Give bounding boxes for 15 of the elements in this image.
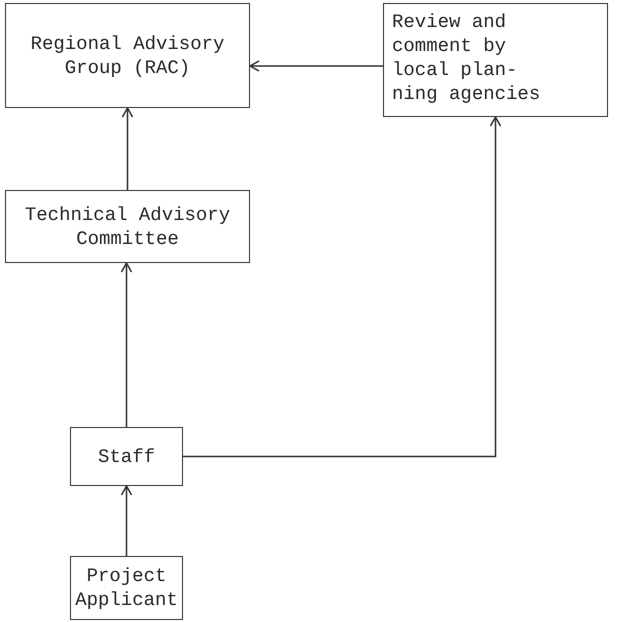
process-box xyxy=(383,3,608,117)
node-text: Technical Advisory Committee xyxy=(24,202,232,250)
process-box xyxy=(5,3,250,108)
node-text: Review and comment by local plan- ning agencies xyxy=(392,10,542,106)
arrow xyxy=(122,107,134,190)
node-text: Regional Advisory Group (RAC) xyxy=(30,32,226,80)
process-box xyxy=(70,556,183,620)
arrow xyxy=(249,60,383,72)
arrow xyxy=(120,262,132,427)
arrow xyxy=(120,485,132,556)
arrow xyxy=(183,116,502,458)
node-text: Staff xyxy=(98,444,155,468)
process-box xyxy=(5,190,250,263)
process-box xyxy=(70,427,183,486)
node-text: Project Applicant xyxy=(74,564,179,612)
